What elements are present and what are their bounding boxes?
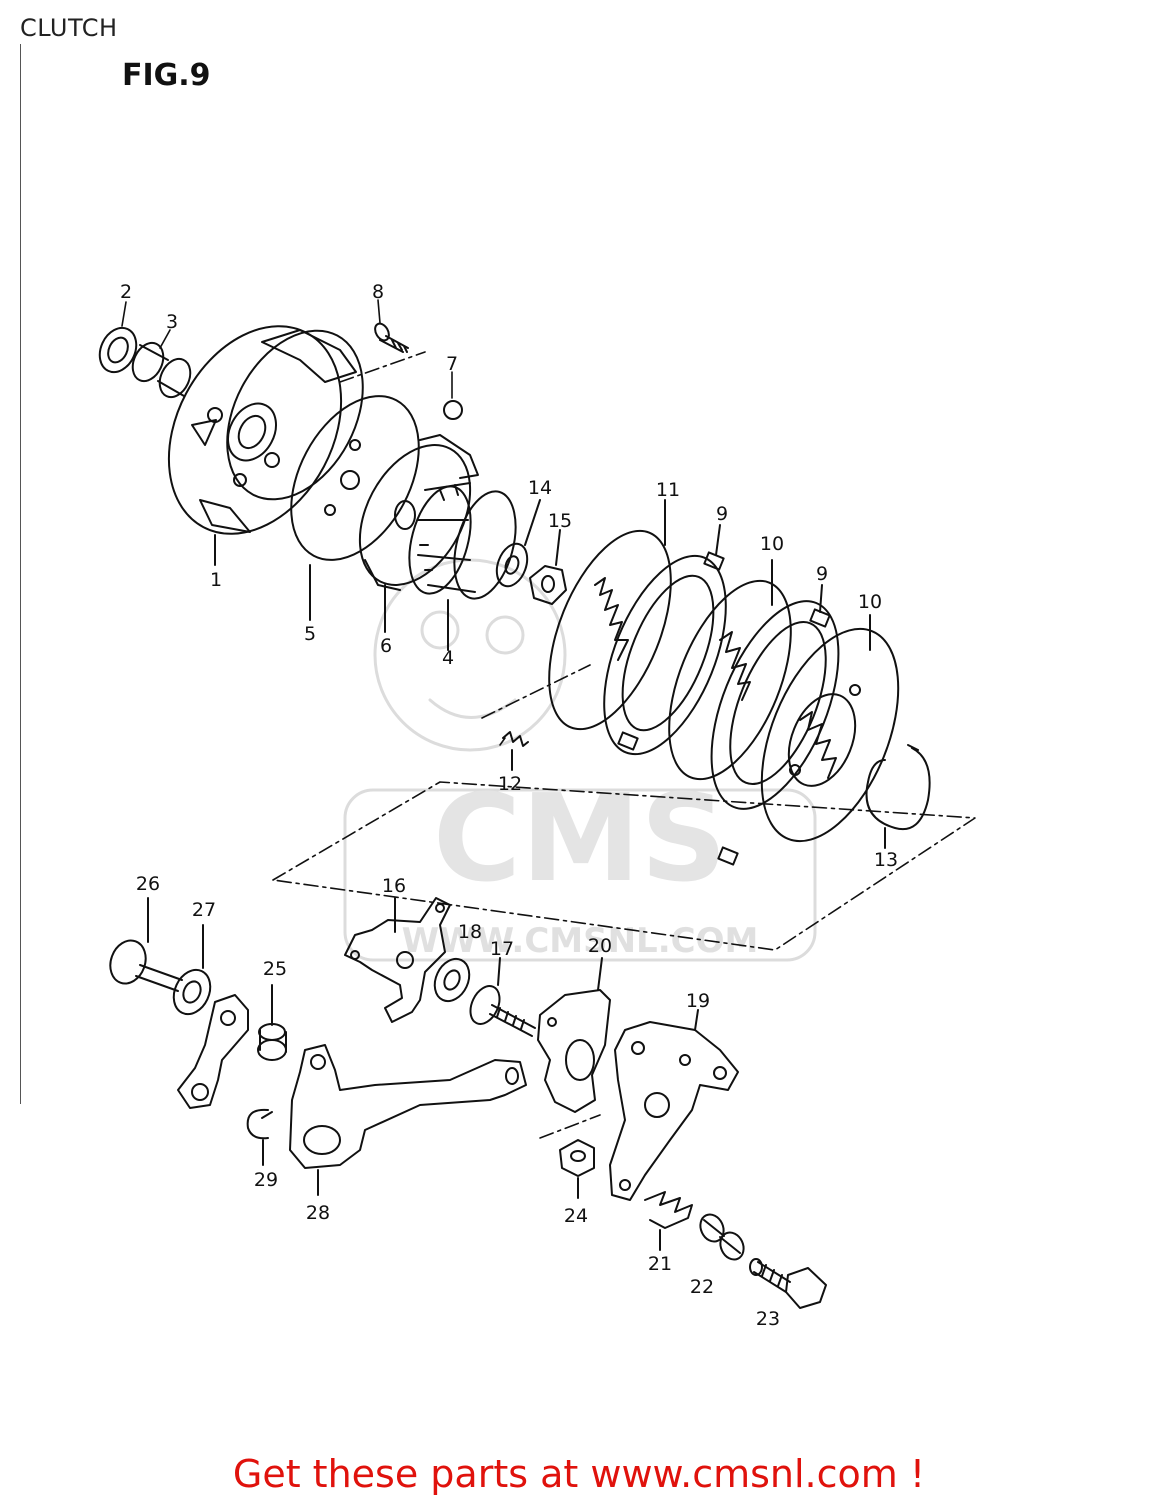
watermark-mascot-eye (485, 615, 525, 655)
part-18-adjusting-screw (469, 957, 536, 1037)
part-27-bolt (109, 897, 183, 992)
callout-21: 20 (588, 935, 612, 957)
part-7-ball (443, 400, 463, 420)
part-9-friction-plate-second (710, 584, 840, 866)
callout-29: 28 (306, 1202, 330, 1224)
callout-16: 15 (548, 510, 572, 532)
callout-13: 12 (498, 773, 522, 795)
part-3-bushing (131, 341, 192, 399)
part-12-drive-plate (548, 499, 672, 731)
watermark-mascot-mouth (428, 698, 517, 719)
margin-rule (20, 44, 21, 1104)
part-17-release-bracket (344, 897, 451, 1023)
callout-5: 5 (304, 623, 316, 645)
callout-26: 25 (263, 958, 287, 980)
leader-lines (121, 299, 506, 746)
part-14-circlip (865, 744, 931, 849)
part-25-nut (559, 1139, 595, 1199)
callout-3: 3 (166, 311, 178, 333)
part-1-clutch-housing (167, 325, 364, 566)
nut-guide-line (539, 1114, 601, 1139)
callout-17: 16 (382, 875, 406, 897)
callout-24: 23 (756, 1308, 780, 1330)
watermark-url: WWW.CMSNL.COM (402, 921, 759, 961)
part-24-bolt (749, 1258, 827, 1309)
callout-labels: 2 3 1 8 7 5 6 4 14 15 11 9 10 9 10 12 13… (120, 281, 898, 1330)
part-16-nut (529, 529, 567, 605)
part-21-release-cam (537, 957, 611, 1113)
part-10-pressure-plate (760, 614, 900, 843)
part-5-plate (290, 395, 420, 621)
callout-9-upper: 9 (716, 503, 728, 525)
watermark-brand: CMS (433, 770, 727, 909)
figure-label: FIG.9 (122, 58, 211, 93)
callout-30: 29 (254, 1169, 278, 1191)
part-23-collar (699, 1213, 745, 1261)
part-22-spring (644, 1191, 693, 1251)
callout-7: 7 (446, 353, 458, 375)
part-30-clip (246, 1108, 273, 1166)
watermark-mascot-head (373, 558, 567, 752)
watermark-badge (343, 788, 817, 962)
callout-10: 10 (858, 591, 882, 613)
callout-19: 18 (458, 921, 482, 943)
callout-2: 2 (120, 281, 132, 303)
callout-11: 10 (760, 533, 784, 555)
callout-20: 19 (686, 990, 710, 1012)
callout-9-lower: 9 (816, 563, 828, 585)
callout-28: 27 (192, 899, 216, 921)
callout-18: 17 (490, 938, 514, 960)
part-8-screw (374, 322, 409, 353)
part-13-spring (502, 731, 529, 771)
plate-guide-line (481, 664, 591, 719)
part-29-clutch-lever (289, 1044, 527, 1196)
callout-23: 22 (690, 1276, 714, 1298)
callout-8: 8 (372, 281, 384, 303)
part-4-primary-gear (408, 482, 517, 651)
callout-1: 1 (210, 569, 222, 591)
callout-6: 6 (380, 635, 392, 657)
part-19-washer (433, 957, 471, 1003)
part-26-lever-arm (177, 984, 287, 1109)
footer-link[interactable]: Get these parts at www.cmsnl.com ! (232, 1452, 926, 1496)
part-20-lever-plate (609, 1009, 739, 1201)
lever-assembly-boundary (272, 781, 976, 951)
callout-14: 13 (874, 849, 898, 871)
part-9-friction-plate (603, 524, 727, 756)
callout-25: 24 (564, 1205, 588, 1227)
part-15-washer (495, 499, 541, 588)
part-2-washer (98, 326, 138, 374)
watermark: CMS WWW.CMSNL.COM (343, 558, 817, 962)
screw-guide-line (339, 351, 426, 383)
callout-4: 4 (442, 647, 454, 669)
watermark-mascot-eye (420, 610, 460, 650)
callout-22: 21 (648, 1253, 672, 1275)
callout-12: 11 (656, 479, 680, 501)
assembly-guide-lines (272, 351, 976, 1139)
callout-27: 26 (136, 873, 160, 895)
page-title: CLUTCH (20, 14, 118, 42)
part-28-washer (172, 924, 212, 1016)
callout-15: 14 (528, 477, 552, 499)
